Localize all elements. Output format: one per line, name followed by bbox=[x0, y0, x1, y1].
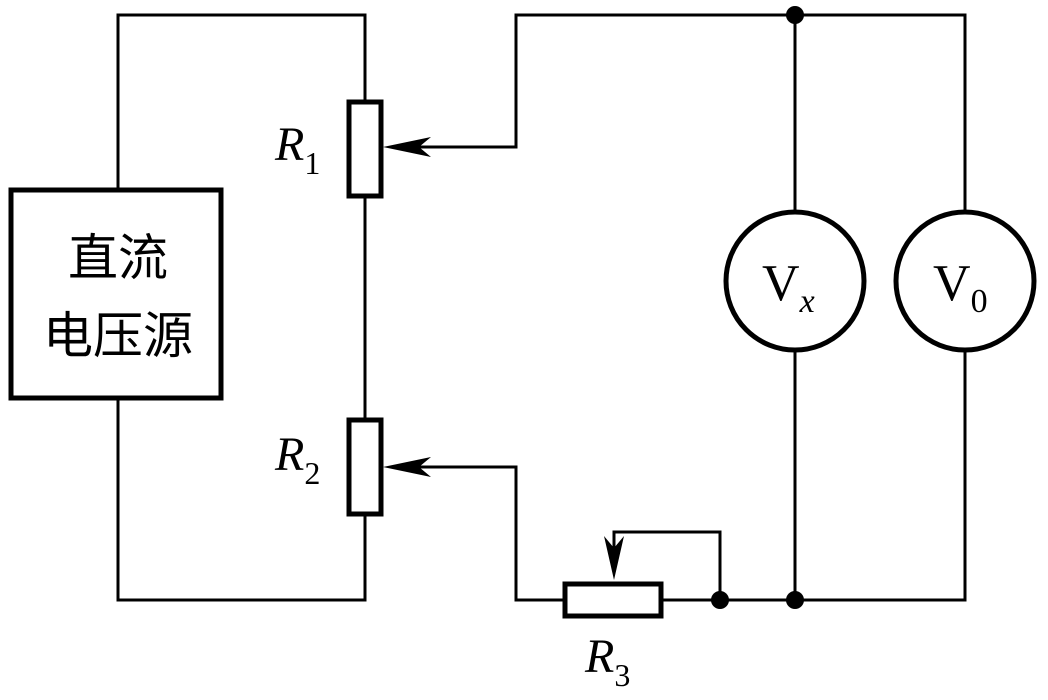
resistor-r3: R3 bbox=[562, 536, 664, 693]
r3-wiper-arrow-icon bbox=[604, 536, 624, 580]
resistor-r3-body bbox=[562, 581, 664, 619]
voltmeter-v0-circle bbox=[893, 209, 1037, 353]
wire-source-bottom bbox=[116, 396, 367, 602]
wire-r1-wiper bbox=[426, 13, 967, 149]
source-box bbox=[8, 187, 224, 401]
wire-source-top bbox=[116, 13, 367, 192]
junction-dot-bottom-right bbox=[786, 591, 804, 609]
wire-r3-wiper bbox=[612, 530, 722, 602]
resistor-r1: R1 bbox=[274, 99, 431, 199]
voltmeter-v0: V0 bbox=[893, 209, 1037, 353]
junction-dot-top bbox=[786, 6, 804, 24]
voltmeter-v0-label: V0 bbox=[933, 255, 988, 320]
r3-label: R3 bbox=[584, 630, 630, 693]
voltmeter-vx-label: Vx bbox=[762, 255, 815, 320]
voltmeter-vx-circle bbox=[723, 209, 867, 353]
wire-r2-wiper bbox=[426, 465, 567, 602]
resistor-r1-body bbox=[346, 99, 384, 199]
voltmeter-vx: Vx bbox=[723, 209, 867, 353]
dc-voltage-source: 直流 电压源 bbox=[8, 187, 224, 401]
resistor-r2: R2 bbox=[274, 417, 431, 517]
r1-wiper-arrow-icon bbox=[383, 137, 431, 157]
r2-wiper-arrow-icon bbox=[383, 457, 431, 477]
r1-label: R1 bbox=[274, 118, 320, 181]
resistor-r2-body bbox=[346, 417, 384, 517]
junction-dot-bottom-left bbox=[711, 591, 729, 609]
source-label-line1: 直流 bbox=[68, 229, 168, 287]
r2-label: R2 bbox=[274, 428, 320, 491]
source-label-line2: 电压源 bbox=[43, 307, 193, 365]
